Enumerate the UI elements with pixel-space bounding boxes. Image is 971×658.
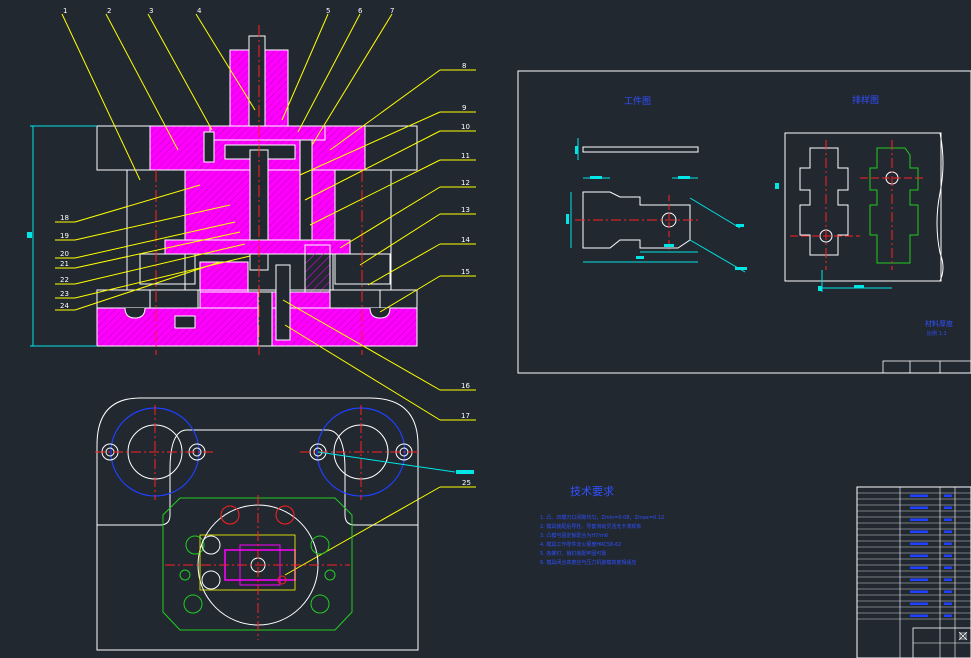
bom-cell-mark — [910, 542, 928, 545]
front-section-view — [27, 25, 418, 355]
bill-of-materials — [856, 486, 971, 658]
balloon-5: 5 — [326, 7, 330, 15]
bom-cell-mark — [910, 578, 928, 581]
material-note: 材料厚度 — [925, 319, 953, 328]
bom-cell-mark — [944, 602, 952, 605]
balloon-15: 15 — [461, 268, 470, 276]
balloon-2: 2 — [107, 7, 111, 15]
tech-req-item-2: 2. 模具装配后导柱、导套滑动灵活无卡滞现象 — [540, 523, 641, 530]
bom-cell-mark — [910, 602, 928, 605]
bom-cell-mark — [944, 506, 952, 509]
balloon-24: 24 — [60, 302, 69, 310]
balloon-20: 20 — [60, 250, 69, 258]
balloon-9: 9 — [462, 104, 466, 112]
bom-cell-mark — [944, 554, 952, 557]
bom-cell-mark — [944, 578, 952, 581]
die-outline-green — [162, 497, 353, 631]
balloon-18: 18 — [60, 214, 69, 222]
tech-req-item-6: 6. 模具闭合高度应与压力机装模高度相适应 — [540, 559, 636, 566]
layout-label: 排样图 — [852, 94, 879, 106]
balloon-22: 22 — [60, 276, 69, 284]
workpiece-shape — [582, 191, 691, 249]
balloon-11: 11 — [461, 152, 470, 160]
bom-cell-mark — [944, 614, 952, 617]
bom-cell-mark — [944, 566, 952, 569]
bom-cell-mark — [944, 518, 952, 521]
balloon-17: 17 — [461, 412, 470, 420]
lower-base-outline — [96, 397, 419, 651]
leader-lines — [55, 13, 476, 576]
balloon-8: 8 — [462, 62, 466, 70]
balloon-10: 10 — [461, 123, 470, 131]
tech-req-title: 技术要求 — [570, 485, 614, 498]
tech-req-item-1: 1. 凸、凹模刃口间隙均匀，Zmin=0.08，Zmax=0.12 — [540, 514, 664, 521]
workpiece-label: 工件图 — [624, 95, 651, 107]
balloon-25: 25 — [462, 479, 471, 487]
stripper-plate — [164, 239, 351, 255]
balloon-numbers: 1 2 3 4 5 6 7 8 9 10 11 12 13 14 15 16 1… — [60, 7, 471, 487]
balloon-19: 19 — [60, 232, 69, 240]
bom-cell-mark — [910, 494, 928, 497]
balloon-4: 4 — [197, 7, 202, 15]
bom-cell-mark — [910, 530, 928, 533]
material-sub: 比例 1:1 — [927, 330, 947, 337]
balloon-21: 21 — [60, 260, 69, 268]
bom-cell-mark — [910, 554, 928, 557]
balloon-12: 12 — [461, 179, 470, 187]
balloon-14: 14 — [461, 236, 470, 244]
balloon-1: 1 — [63, 7, 67, 15]
balloon-7: 7 — [390, 7, 394, 15]
balloon-6: 6 — [358, 7, 363, 15]
plan-view — [95, 397, 474, 651]
tech-req-item-4: 4. 模具工作零件淬火硬度HRC58-62 — [540, 541, 621, 548]
balloon-23: 23 — [60, 290, 69, 298]
bom-cell-mark — [944, 530, 952, 533]
tech-req-item-5: 5. 各螺钉、销钉装配牢固可靠 — [540, 550, 606, 557]
bom-cell-mark — [944, 590, 952, 593]
balloon-16: 16 — [461, 382, 470, 390]
workpiece-layout-panel: 工件图 排样图 — [517, 70, 971, 374]
bom-cell-mark — [910, 506, 928, 509]
bom-cell-mark — [944, 494, 952, 497]
bom-cell-mark — [944, 542, 952, 545]
bom-cell-mark — [910, 590, 928, 593]
balloon-3: 3 — [149, 7, 153, 15]
die-block — [199, 261, 249, 293]
balloon-13: 13 — [461, 206, 470, 214]
technical-requirements: 技术要求 1. 凸、凹模刃口间隙均匀，Zmin=0.08，Zmax=0.12 2… — [540, 485, 664, 566]
tech-req-item-3: 3. 凸模与固定板配合为H7/m6 — [540, 532, 608, 539]
bom-cell-mark — [910, 518, 928, 521]
bom-cell-mark — [910, 614, 928, 617]
bom-cell-mark — [910, 566, 928, 569]
